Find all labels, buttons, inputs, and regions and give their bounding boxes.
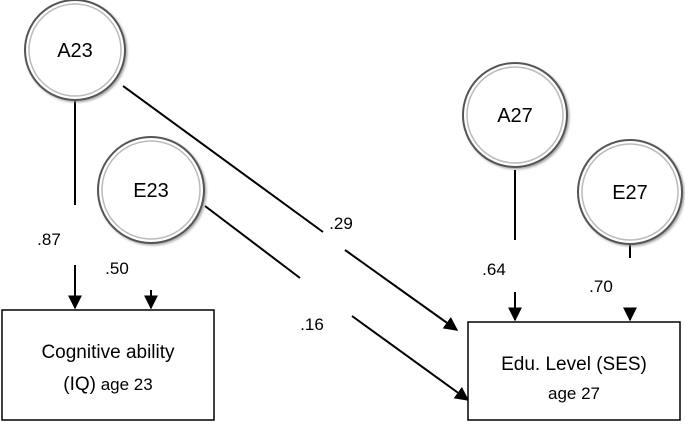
box-cognitive-ability: Cognitive ability (IQ) age 23 [1,309,215,421]
node-a23: A23 [24,0,126,101]
coef-e23-iq: .50 [105,259,129,278]
coef-e23-ses: .16 [300,315,324,334]
node-e23: E23 [97,136,205,244]
node-a27-label: A27 [497,105,533,127]
box-edu-level: Edu. Level (SES) age 27 [467,321,681,421]
box-iq-line1: Cognitive ability [41,342,175,363]
node-e23-label: E23 [133,180,169,202]
path-a23-ses-upper [122,85,324,233]
node-e27: E27 [577,139,683,245]
coef-e27-ses: .70 [589,277,613,296]
path-e23-ses-upper [204,205,301,279]
node-e27-label: E27 [612,182,648,204]
box-ses-line2: age 27 [548,384,600,403]
coef-a27-ses: .64 [482,260,506,279]
coef-a23-ses: .29 [329,214,353,233]
box-iq-line2-main: (IQ) [63,374,96,395]
node-a23-label: A23 [57,40,93,62]
coef-a23-iq: .87 [37,230,61,249]
path-e23-ses-lower [351,315,470,401]
box-iq-line2: (IQ) age 23 [63,374,152,395]
node-a27: A27 [462,62,568,168]
path-a23-ses-lower [344,249,459,331]
box-iq-line2-suffix: age 23 [96,375,153,394]
box-ses-line1: Edu. Level (SES) [501,354,647,375]
